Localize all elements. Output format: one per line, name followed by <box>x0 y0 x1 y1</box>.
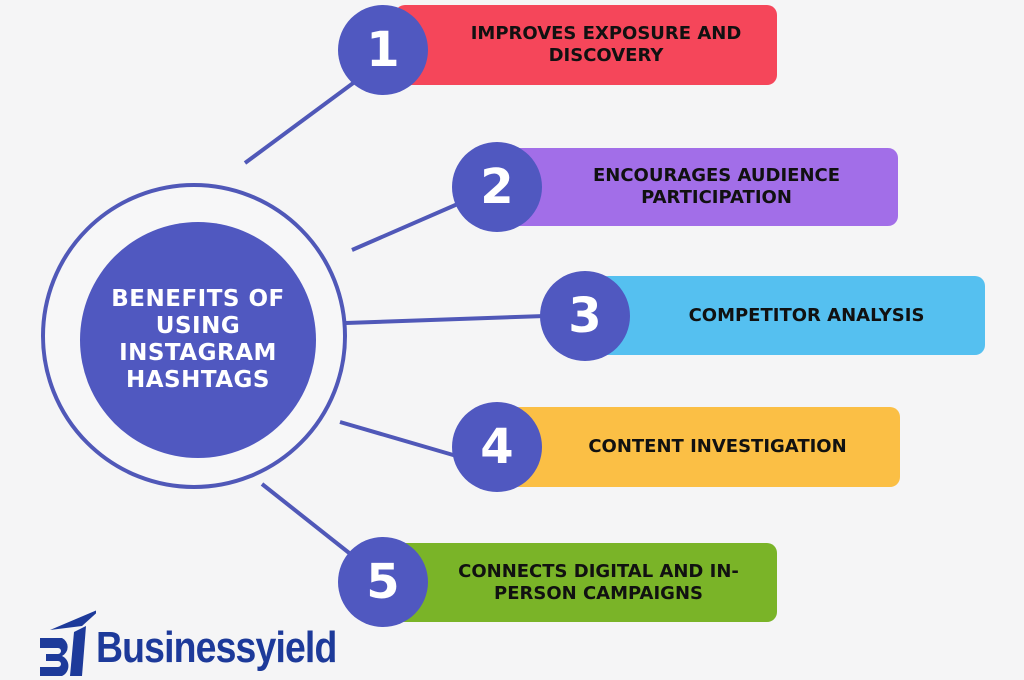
benefit-bar-5: CONNECTS DIGITAL AND IN-PERSON CAMPAIGNS <box>395 543 777 622</box>
benefit-number-4: 4 <box>452 402 542 492</box>
benefit-label-3: COMPETITOR ANALYSIS <box>688 304 925 326</box>
benefit-label-4: CONTENT INVESTIGATION <box>588 436 847 457</box>
benefit-label-1: IMPROVES EXPOSURE AND DISCOVERY <box>470 23 742 66</box>
connector-line-3 <box>345 314 546 325</box>
benefit-number-2: 2 <box>452 142 542 232</box>
benefit-bar-1: IMPROVES EXPOSURE AND DISCOVERY <box>395 5 777 85</box>
benefit-number-5: 5 <box>338 537 428 627</box>
connector-line-5 <box>260 482 360 562</box>
benefit-label-2: ENCOURAGES AUDIENCE PARTICIPATION <box>592 165 841 208</box>
benefit-bar-2: ENCOURAGES AUDIENCE PARTICIPATION <box>510 148 898 226</box>
benefit-bar-4: CONTENT INVESTIGATION <box>510 407 900 487</box>
logo-text: Businessyield <box>96 623 337 672</box>
center-title: BENEFITS OF USING INSTAGRAM HASHTAGS <box>80 222 316 458</box>
benefit-bar-3: COMPETITOR ANALYSIS <box>598 276 985 355</box>
connector-line-1 <box>243 76 362 165</box>
logo-arrow-icon <box>40 610 96 676</box>
businessyield-logo: Businessyield <box>36 598 379 678</box>
benefit-number-1: 1 <box>338 5 428 95</box>
benefit-label-5: CONNECTS DIGITAL AND IN-PERSON CAMPAIGNS <box>458 560 739 604</box>
connector-line-4 <box>339 420 461 459</box>
benefit-number-3: 3 <box>540 271 630 361</box>
connector-line-2 <box>351 201 461 252</box>
